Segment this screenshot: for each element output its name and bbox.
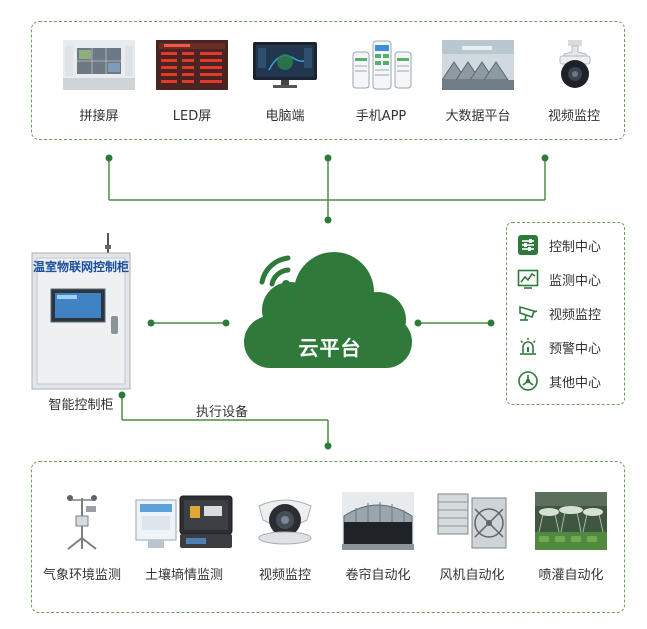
- top-device-label: 大数据平台: [445, 109, 511, 124]
- sliders-icon: [517, 234, 539, 256]
- exhaust-fan-icon: [436, 492, 508, 550]
- soil-sensor-icon: [134, 492, 234, 550]
- top-device-video-surveillance: 视频监控: [529, 40, 619, 124]
- side-center-label: 控制中心: [549, 239, 602, 255]
- side-center-label: 视频监控: [549, 307, 602, 323]
- side-center-monitoring: 监测中心: [517, 268, 601, 290]
- top-device-mobile-app: 手机APP: [336, 40, 426, 124]
- bottom-device-roller-shutter: 卷帘自动化: [333, 492, 423, 583]
- top-device-label: LED屏: [172, 109, 212, 124]
- camera-icon: [517, 302, 539, 324]
- side-center-label: 预警中心: [549, 341, 602, 357]
- side-center-video: 视频监控: [517, 302, 601, 324]
- bottom-device-label: 视频监控: [258, 568, 311, 583]
- bottom-device-sprinkler: 喷灌自动化: [526, 492, 616, 583]
- bottom-device-camera: 视频监控: [240, 492, 330, 583]
- side-center-other: 其他中心: [517, 370, 601, 392]
- top-device-computer: 电脑端: [240, 40, 330, 124]
- execution-devices-label: 执行设备: [196, 405, 249, 420]
- side-center-warning: 预警中心: [517, 336, 601, 358]
- bottom-device-label: 风机自动化: [439, 568, 505, 583]
- side-center-control: 控制中心: [517, 234, 601, 256]
- led-screen-icon: [156, 40, 228, 90]
- control-cabinet: [31, 231, 131, 391]
- execution-devices-panel: [31, 461, 625, 613]
- top-device-big-data: 大数据平台: [433, 40, 523, 124]
- big-data-greenhouse-icon: [442, 40, 514, 90]
- dome-camera-icon: [249, 492, 321, 550]
- wifi-signal-icon: [259, 255, 291, 287]
- bottom-device-weather: 气象环境监测: [37, 492, 127, 583]
- service-centers-panel: [506, 222, 625, 405]
- top-device-label: 拼接屏: [79, 109, 119, 124]
- alarm-icon: [517, 336, 539, 358]
- top-device-label: 手机APP: [355, 109, 407, 124]
- roller-shutter-icon: [342, 492, 414, 550]
- side-center-label: 其他中心: [549, 375, 602, 391]
- network-icon: [517, 370, 539, 392]
- cabinet-caption: 智能控制柜: [48, 398, 114, 413]
- bottom-device-label: 气象环境监测: [42, 568, 121, 583]
- video-wall-icon: [63, 40, 135, 90]
- bottom-device-label: 卷帘自动化: [345, 568, 411, 583]
- dome-camera-icon: [538, 40, 610, 90]
- top-device-label: 视频监控: [547, 109, 600, 124]
- cabinet-title: 温室物联网控制柜: [32, 260, 129, 274]
- weather-station-icon: [46, 492, 118, 550]
- cloud-platform-label: 云平台: [298, 336, 362, 360]
- cloud-platform: [232, 248, 424, 373]
- top-device-label: 电脑端: [265, 109, 305, 124]
- bottom-device-label: 喷灌自动化: [538, 568, 604, 583]
- top-device-led-screen: LED屏: [147, 40, 237, 124]
- sprinkler-icon: [535, 492, 607, 550]
- computer-monitor-icon: [249, 40, 321, 90]
- output-terminals-panel: [31, 21, 625, 140]
- side-center-label: 监测中心: [549, 273, 602, 289]
- line-chart-icon: [517, 268, 539, 290]
- mobile-app-icon: [345, 40, 417, 90]
- top-device-video-wall: 拼接屏: [54, 40, 144, 124]
- bottom-device-label: 土壤墒情监测: [144, 568, 223, 583]
- bottom-device-soil: 土壤墒情监测: [134, 492, 234, 583]
- bottom-device-fan: 风机自动化: [427, 492, 517, 583]
